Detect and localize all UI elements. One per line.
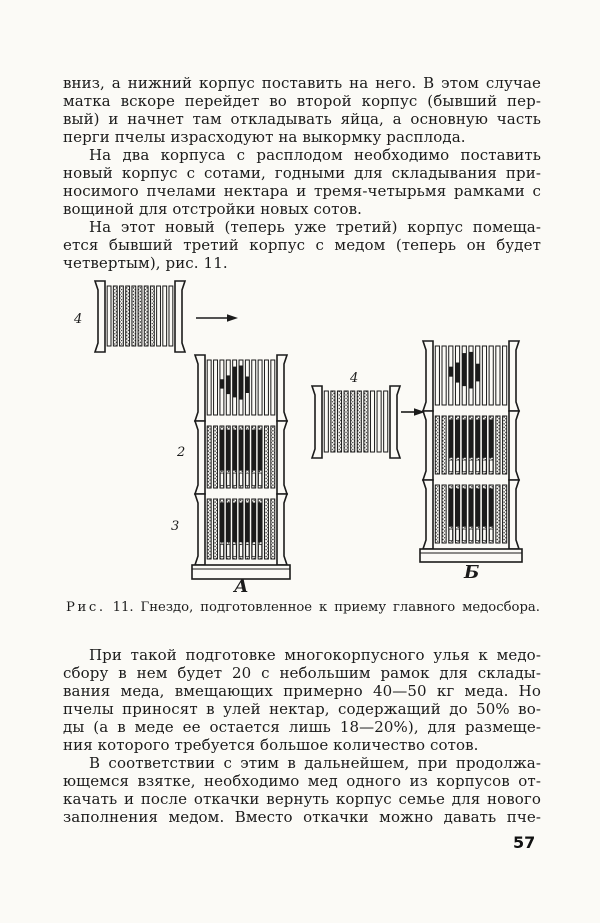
transfer-arrow-icon [196,314,238,322]
text-line: ния которого требуется большое количеств… [63,736,479,754]
text-line: перги пчелы израсходуют на выкормку расп… [63,128,466,146]
transfer-arrow-icon [401,408,425,416]
hive-diagram: 4 4 2 3 А Б [73,280,523,597]
text-line: четвертым), рис. 11. [63,254,228,272]
text-line: матка вскоре перейдет во второй корпус (… [63,92,541,110]
page-number: 57 [513,833,536,852]
figure-label-body2: 2 [176,445,185,460]
paragraph: При такой подготовке многокорпусного уль… [63,646,541,754]
text-line: ющемся взятке, необходимо мед одного из … [63,772,541,790]
text-line: На этот новый (теперь уже третий) корпус… [89,218,541,236]
figure-label-stack-b: Б [463,562,479,583]
figure-11: 4 4 2 3 А Б [0,270,600,600]
text-line: пчелы приносят в улей нектар, содержащий… [63,700,541,718]
text-line: В соответствии с этим в дальнейшем, при … [89,754,541,772]
text-line: При такой подготовке многокорпусного уль… [89,646,541,664]
text-line: вниз, а нижний корпус поставить на него.… [63,74,541,92]
figure-label-box4-top: 4 [73,312,82,327]
text-line: носимого пчелами нектара и тремя-четырьм… [63,182,541,200]
figure-caption: Рис. 11. Гнездо, подготовленное к приему… [66,599,540,618]
text-line: заполнения медом. Вместо откачки можно д… [63,808,541,826]
text-line: ды (а в меде ее остается лишь 18—20%), д… [63,718,541,736]
top-text-block: вниз, а нижний корпус поставить на него.… [63,74,541,272]
paragraph: На этот новый (теперь уже третий) корпус… [63,218,541,272]
paragraph: вниз, а нижний корпус поставить на него.… [63,74,541,146]
figure-label-body3: 3 [171,519,179,534]
caption-text: Гнездо, подготовленное к приему главного… [140,600,540,615]
paragraph: На два корпуса с расплодом необходимо по… [63,146,541,218]
text-line: вощиной для отстройки новых сотов. [63,200,363,218]
paragraph: В соответствии с этим в дальнейшем, при … [63,754,541,826]
text-line: вания меда, вмещающих примерно 40—50 кг … [63,682,541,700]
text-line: На два корпуса с расплодом необходимо по… [89,146,541,164]
figure-label-stack-a: А [232,576,249,597]
text-line: ется бывший третий корпус с медом (тепер… [63,236,541,254]
caption-number: 11. [112,600,134,615]
text-line: вый) и начнет там откладывать яйца, а ос… [63,110,541,128]
text-line: сбору в нем будет 20 с небольшим рамок д… [63,664,541,682]
text-line: новый корпус с сотами, годными для склад… [63,164,541,182]
text-line: качать и после откачки вернуть корпус се… [63,790,541,808]
bottom-text-block: При такой подготовке многокорпусного уль… [63,646,541,826]
caption-label: Рис. [66,600,106,615]
figure-label-box4-middle: 4 [349,371,358,386]
